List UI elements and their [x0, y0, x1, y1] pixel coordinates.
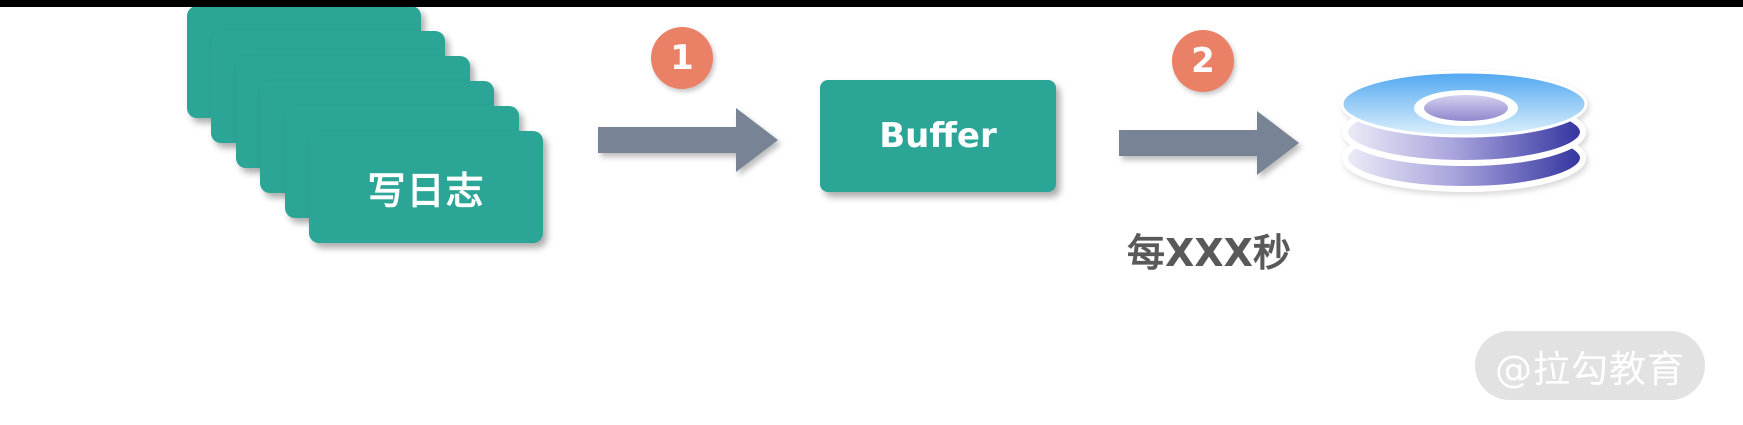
log-stack-label: 写日志 — [367, 168, 485, 213]
interval-caption: 每XXX秒 — [1127, 231, 1291, 275]
buffer-label: Buffer — [879, 116, 997, 156]
flow-arrow-2-icon — [1119, 111, 1299, 175]
watermark-text: @拉勾教育 — [1495, 347, 1685, 391]
watermark-badge: @拉勾教育 — [1475, 331, 1705, 400]
disk-stack-icon — [1340, 70, 1588, 192]
log-card-front: 写日志 — [309, 131, 543, 243]
flow-arrow-1-icon — [598, 108, 778, 172]
step-badge-1: 1 — [651, 27, 713, 89]
top-black-bar — [0, 0, 1743, 7]
step-badge-2: 2 — [1172, 30, 1234, 92]
buffer-node: Buffer — [820, 80, 1056, 192]
